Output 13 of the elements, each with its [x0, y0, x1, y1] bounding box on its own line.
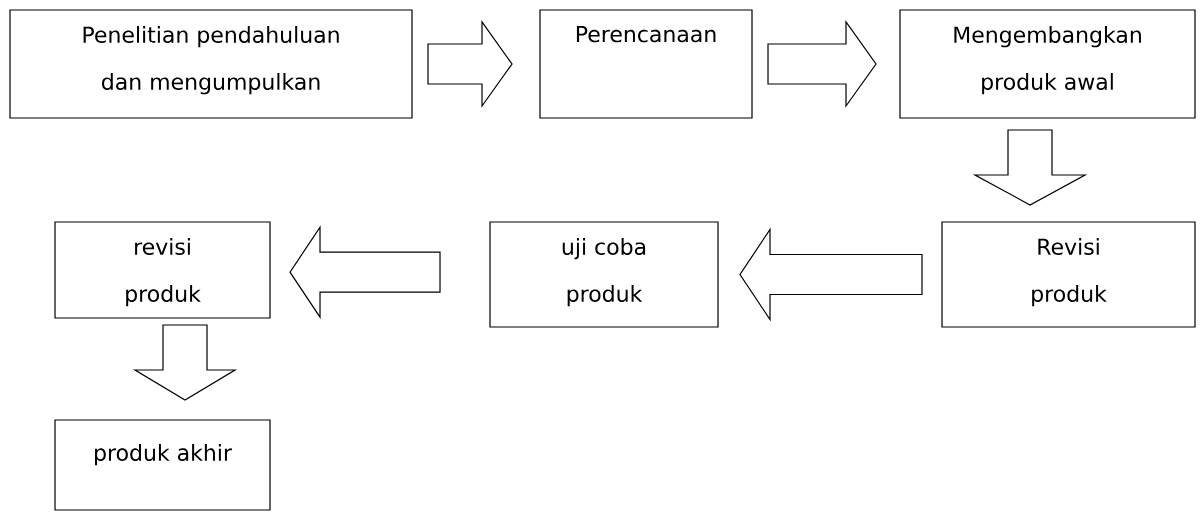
process-box: revisi produk — [54, 221, 271, 319]
process-box: Perencanaan — [539, 9, 753, 119]
process-box: Penelitian pendahuluan dan mengumpulkan — [9, 9, 413, 119]
process-box: Revisi produk — [941, 221, 1196, 328]
block-arrow — [739, 227, 923, 322]
process-box: Mengembangkan produk awal — [899, 9, 1196, 119]
block-arrow — [132, 324, 238, 401]
process-box: uji coba produk — [489, 221, 719, 328]
block-arrow — [427, 20, 513, 108]
block-arrow — [289, 225, 441, 320]
process-box: produk akhir — [54, 419, 271, 511]
block-arrow — [767, 20, 877, 108]
block-arrow — [972, 129, 1088, 206]
